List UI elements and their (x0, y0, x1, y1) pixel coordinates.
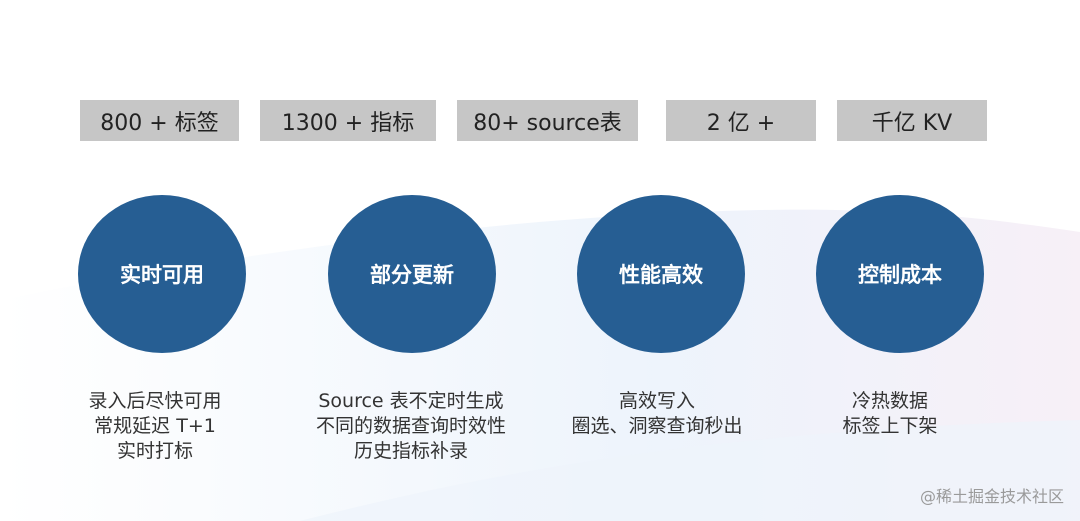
feature-partial-update-circle: 部分更新 (328, 195, 496, 353)
desc-line: Source 表不定时生成 (318, 390, 504, 412)
desc-line: 历史指标补录 (353, 440, 468, 462)
desc-line: 冷热数据 (851, 390, 928, 412)
feature-realtime-circle: 实时可用 (78, 195, 246, 353)
stat-tags: 800 + 标签 (80, 100, 239, 141)
feature-cost-circle: 控制成本 (816, 195, 984, 353)
desc-line: 标签上下架 (842, 415, 938, 437)
desc-line: 常规延迟 T+1 (94, 415, 216, 437)
desc-line: 录入后尽快可用 (88, 390, 222, 412)
feature-partial-update-desc: Source 表不定时生成 不同的数据查询时效性 历史指标补录 (281, 389, 541, 464)
desc-line: 圈选、洞察查询秒出 (571, 415, 743, 437)
stat-source-tables: 80+ source表 (457, 100, 638, 141)
stat-metrics: 1300 + 指标 (260, 100, 436, 141)
feature-performance-circle: 性能高效 (577, 195, 745, 353)
desc-line: 不同的数据查询时效性 (315, 415, 506, 437)
feature-performance-desc: 高效写入 圈选、洞察查询秒出 (527, 389, 787, 439)
feature-cost-desc: 冷热数据 标签上下架 (760, 389, 1020, 439)
desc-line: 高效写入 (618, 390, 695, 412)
watermark: @稀土掘金技术社区 (919, 487, 1064, 506)
desc-line: 实时打标 (116, 440, 193, 462)
feature-realtime-desc: 录入后尽快可用 常规延迟 T+1 实时打标 (25, 389, 285, 464)
stat-records: 2 亿 + (666, 100, 816, 141)
stat-kv: 千亿 KV (837, 100, 987, 141)
